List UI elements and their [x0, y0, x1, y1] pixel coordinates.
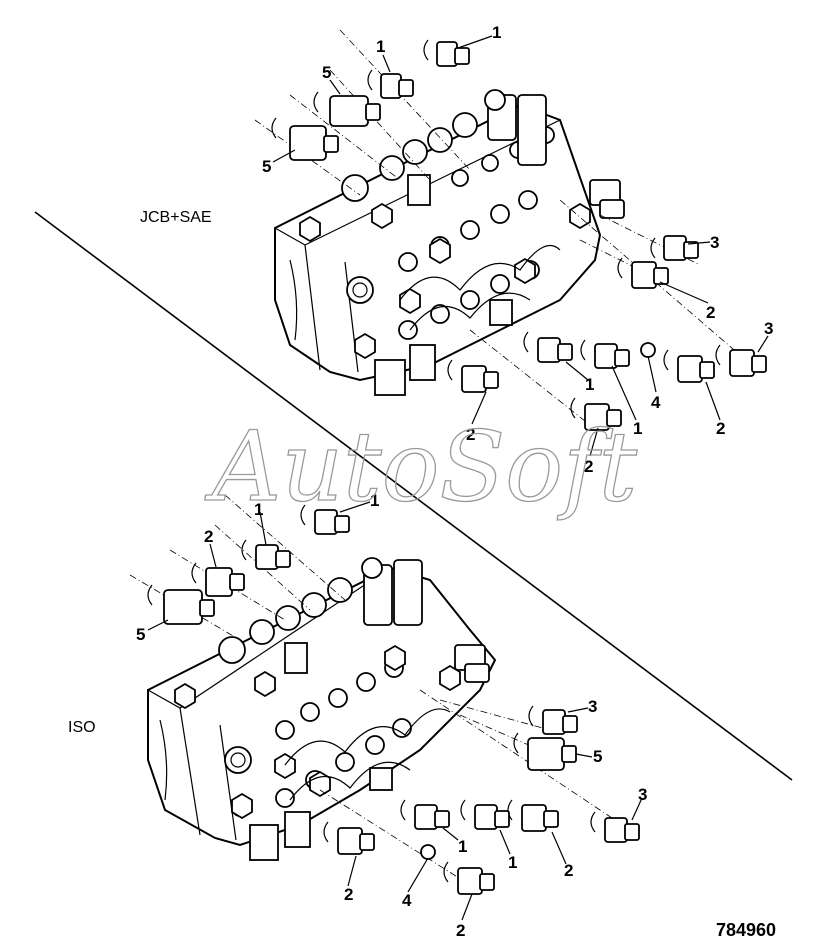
watermark-text: AutoSoft: [204, 411, 638, 523]
callout-bottom-1c: 1: [458, 837, 467, 856]
callout-bottom-5b: 5: [593, 747, 602, 766]
callout-top-3b: 3: [764, 319, 773, 338]
callout-top-1a: 1: [492, 23, 501, 42]
callout-bottom-1a: 1: [370, 491, 379, 510]
callout-top-2d: 2: [584, 457, 593, 476]
reference-number: 784960: [716, 920, 776, 940]
callout-bottom-1b: 1: [254, 500, 263, 519]
callout-top-5b: 5: [262, 157, 271, 176]
callout-top-1b: 1: [376, 37, 385, 56]
callout-top-1d: 1: [633, 419, 642, 438]
callout-bottom-2d: 2: [456, 921, 465, 940]
caption-jcb-sae: JCB+SAE: [140, 209, 212, 226]
callout-bottom-5a: 5: [136, 625, 145, 644]
callout-bottom-3b: 3: [638, 785, 647, 804]
callout-top-2b: 2: [716, 419, 725, 438]
callout-bottom-4: 4: [402, 891, 412, 910]
bottom-fittings: 1 1 2 5 3 5 3 1 1 2 2 4 2 ISO: [68, 491, 647, 940]
top-fittings: 1 1 5 5 3 2 3 1 1 4 2 2 2 JCB+SAE: [140, 23, 773, 476]
callout-bottom-1d: 1: [508, 853, 517, 872]
callout-top-5a: 5: [322, 63, 331, 82]
callout-top-2a: 2: [706, 303, 715, 322]
caption-iso: ISO: [68, 719, 96, 736]
callout-top-1c: 1: [585, 375, 594, 394]
top-valve-block: [274, 89, 625, 396]
callout-top-4: 4: [651, 393, 661, 412]
callout-top-3a: 3: [710, 233, 719, 252]
callout-bottom-3a: 3: [588, 697, 597, 716]
callout-top-2c: 2: [466, 425, 475, 444]
bottom-valve-block: [147, 557, 497, 861]
callout-bottom-2c: 2: [344, 885, 353, 904]
callout-bottom-2b: 2: [564, 861, 573, 880]
divider-line: [34, 211, 793, 781]
callout-bottom-2a: 2: [204, 527, 213, 546]
